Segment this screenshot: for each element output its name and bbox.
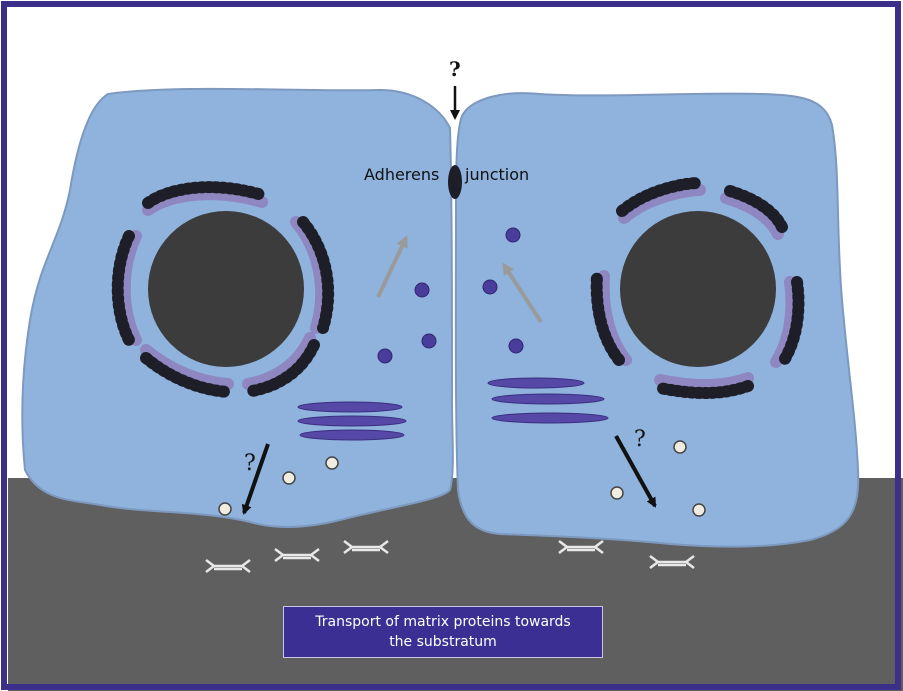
adherens-junction <box>448 165 462 199</box>
left-question-mark: ? <box>244 451 256 476</box>
right-question-mark: ? <box>634 427 646 452</box>
top-question-mark: ? <box>449 57 461 81</box>
junction-label: junction <box>464 165 529 184</box>
caption-line-2: the substratum <box>284 632 602 652</box>
left-golgi <box>298 402 406 440</box>
caption-box: Transport of matrix proteins towards the… <box>283 606 603 658</box>
right-nucleus <box>620 211 776 367</box>
caption-line-1: Transport of matrix proteins towards <box>284 612 602 632</box>
adherens-label: Adherens <box>364 165 439 184</box>
left-nucleus <box>148 211 304 367</box>
